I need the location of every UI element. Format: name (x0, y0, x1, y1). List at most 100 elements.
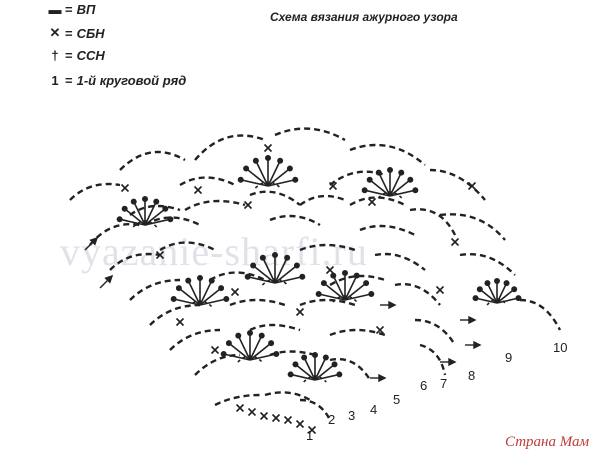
double-crochet-stitch (249, 335, 263, 361)
stitch-tip (247, 329, 254, 336)
double-crochet-stitch (314, 373, 340, 381)
stitch-tip (299, 273, 306, 280)
direction-arrow (99, 274, 114, 289)
cross-stroke (367, 197, 377, 207)
double-crochet-stitch (323, 282, 346, 301)
direction-arrow (440, 357, 457, 367)
stitch-tip (292, 176, 299, 183)
chain-arc (329, 328, 386, 337)
double-crochet-stitch (389, 172, 403, 197)
double-crochet-stitch (199, 280, 213, 306)
row-number-label: 1 (306, 428, 313, 443)
stitch-tip (315, 290, 322, 297)
stitch-tip (407, 176, 414, 183)
single-crochet-cross (367, 197, 377, 207)
stitch-tip (322, 354, 329, 361)
single-crochet-cross (325, 265, 335, 275)
arrow-head (388, 300, 397, 310)
double-crochet-icon: † (51, 48, 59, 63)
double-crochet-stitch (228, 342, 251, 361)
chain-arc (159, 241, 216, 252)
legend-item-double-crochet: † = ССН (48, 48, 104, 63)
chain-arc (149, 303, 201, 326)
cross-stroke (295, 419, 305, 429)
chain-arc (419, 343, 447, 376)
stitch-tip (368, 290, 375, 297)
chain-arc (299, 194, 346, 206)
fan-base-arc (377, 191, 403, 199)
double-crochet-stitch (274, 257, 288, 284)
stitch-tip (244, 273, 251, 280)
cross-stroke (259, 411, 269, 421)
shell-fan (472, 277, 522, 306)
chain-arc (409, 208, 457, 236)
arrow-head (468, 315, 477, 325)
double-crochet-stitch (124, 208, 146, 226)
cross-stroke (210, 345, 220, 355)
stitch-tip (252, 157, 259, 164)
double-crochet-stitch (144, 208, 166, 226)
direction-arrow (380, 300, 397, 310)
double-crochet-stitch (178, 287, 201, 306)
stitch-tip (271, 252, 278, 259)
chain-arcs (69, 127, 562, 421)
stitch-tip (223, 295, 230, 302)
direction-arrow (370, 373, 387, 383)
fan-base-arc (303, 375, 327, 383)
stitch-tip (287, 371, 294, 378)
double-crochet-stitch (364, 189, 391, 197)
chain-arc (249, 190, 301, 206)
double-crochet-stitch (294, 363, 316, 381)
stitch-tip (243, 165, 250, 172)
cross-stroke (328, 181, 338, 191)
double-crochet-stitch (344, 275, 358, 301)
fan-base-arc (132, 220, 158, 228)
double-crochet-stitch (344, 293, 372, 301)
stitch-tip (235, 332, 242, 339)
fan-base-arc (254, 181, 282, 189)
single-crochet-marks (120, 143, 477, 435)
stitch-tip (250, 262, 257, 269)
stitch-tip (361, 187, 368, 194)
double-crochet-stitch (237, 335, 251, 361)
chain-arc (229, 298, 286, 307)
chain-arc (394, 283, 441, 306)
shell-fan (361, 167, 419, 199)
shell-fan (244, 252, 306, 286)
single-crochet-cross (175, 317, 185, 327)
stitch-tip (493, 277, 500, 284)
cross-stroke (175, 317, 185, 327)
double-crochet-stitch (344, 282, 367, 301)
shell-fan (170, 274, 230, 308)
single-crochet-cross (263, 143, 273, 153)
stitch-tip (353, 272, 360, 279)
chain-arc (269, 214, 321, 227)
stitch-tip (258, 332, 265, 339)
cross-stroke (375, 325, 385, 335)
single-crochet-cross (235, 403, 245, 413)
double-crochet-stitch (479, 288, 498, 304)
stitch-tip (268, 340, 275, 347)
cross-stroke (263, 143, 273, 153)
cross-stroke (435, 285, 445, 295)
arrow-head (104, 274, 114, 284)
chain-arc (429, 168, 486, 201)
stitch-tip (130, 198, 137, 205)
single-crochet-cross (155, 250, 165, 260)
stitch-tip (386, 167, 393, 174)
shell-fan (315, 269, 375, 303)
row-number-label: 4 (370, 402, 377, 417)
double-crochet-stitch (132, 201, 146, 226)
chain-arc (349, 143, 426, 166)
direction-arrow (460, 315, 477, 325)
double-crochet-stitch (252, 264, 276, 284)
diagram-title: Схема вязания ажурного узора (270, 10, 458, 24)
stitch-tip (162, 205, 169, 212)
single-crochet-cross (450, 237, 460, 247)
chain-arc (299, 243, 356, 252)
stitch-tip (208, 277, 215, 284)
double-crochet-stitch (267, 178, 296, 187)
stitch-tip (142, 196, 149, 203)
stitch-tip (175, 285, 182, 292)
